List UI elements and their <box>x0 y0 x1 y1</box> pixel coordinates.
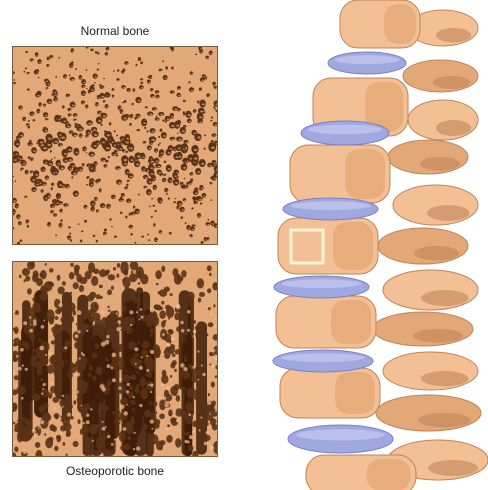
lumbar-spine-illustration <box>258 0 488 490</box>
osteoporotic-bone-label: Osteoporotic bone <box>12 464 218 478</box>
porous-bone-texture-icon <box>13 262 217 456</box>
normal-bone-panel <box>12 46 218 245</box>
normal-bone-label: Normal bone <box>12 24 218 38</box>
osteoporotic-bone-panel <box>12 261 218 457</box>
trabecular-bone-texture-icon <box>13 47 217 244</box>
